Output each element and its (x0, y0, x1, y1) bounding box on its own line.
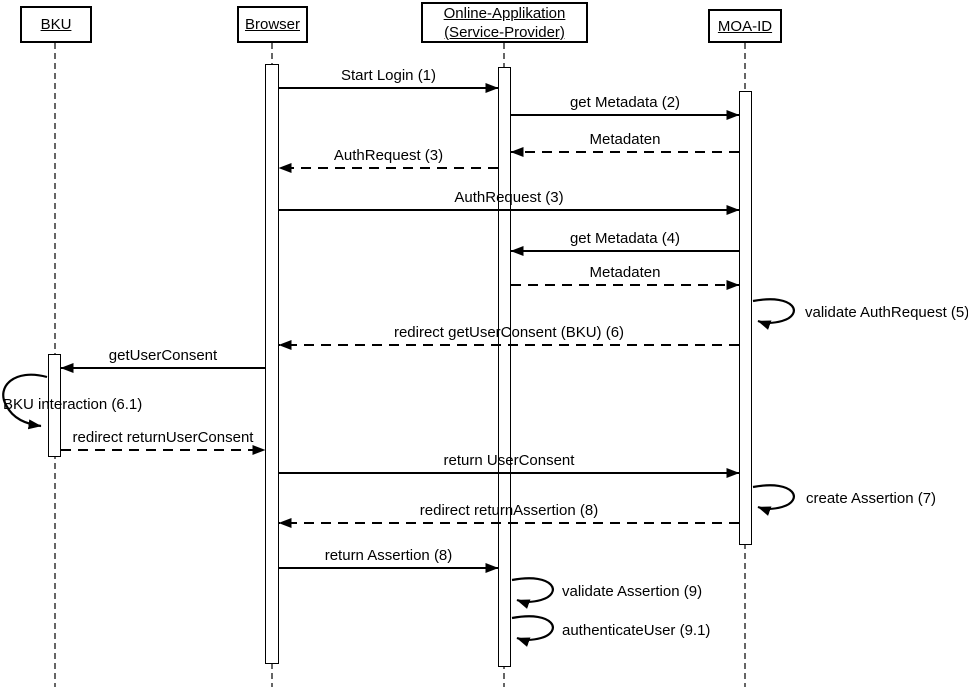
activation-bar-bku (48, 354, 61, 457)
actor-label-bku: BKU (40, 16, 72, 33)
activation-bar-moa-id (739, 91, 752, 545)
self-loop-3 (511, 577, 554, 609)
self-loop-0 (752, 298, 795, 330)
self-loop-1 (2, 373, 48, 430)
actor-label-moa-id: MOA-ID (717, 17, 773, 35)
actor-box-bku: BKU (20, 6, 92, 43)
activation-bar-browser (265, 64, 279, 664)
actor-label-online-applikation: Online-Applikation (Service-Provider) (443, 4, 566, 41)
actor-box-online-applikation: Online-Applikation (Service-Provider) (421, 2, 588, 43)
actor-label-browser: Browser (244, 16, 300, 33)
self-loop-4 (511, 615, 554, 647)
actor-box-moa-id: MOA-ID (708, 9, 782, 43)
self-loop-2 (752, 484, 795, 516)
activation-bar-online-applikation (498, 67, 511, 667)
actor-box-browser: Browser (237, 6, 308, 43)
